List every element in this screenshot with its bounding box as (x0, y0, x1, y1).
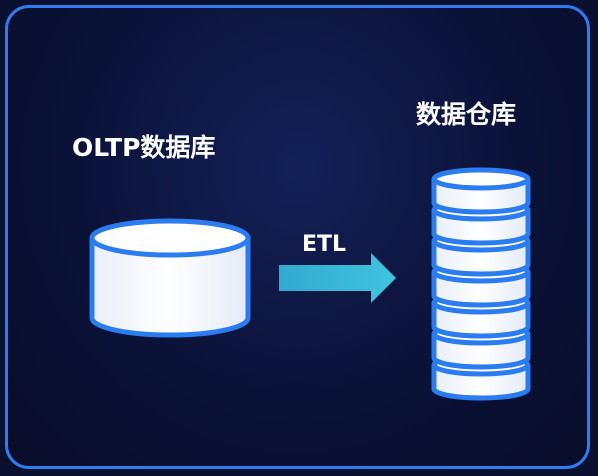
warehouse-disk-segment (431, 353, 531, 401)
data-warehouse-icon (431, 167, 531, 401)
warehouse-disk-segment (431, 167, 531, 215)
oltp-database-icon (89, 218, 251, 338)
etl-label: ETL (302, 232, 347, 257)
right-arrow-icon (279, 253, 396, 303)
oltp-database-label: OLTP数据库 (72, 133, 216, 162)
data-warehouse-label: 数据仓库 (416, 100, 517, 129)
